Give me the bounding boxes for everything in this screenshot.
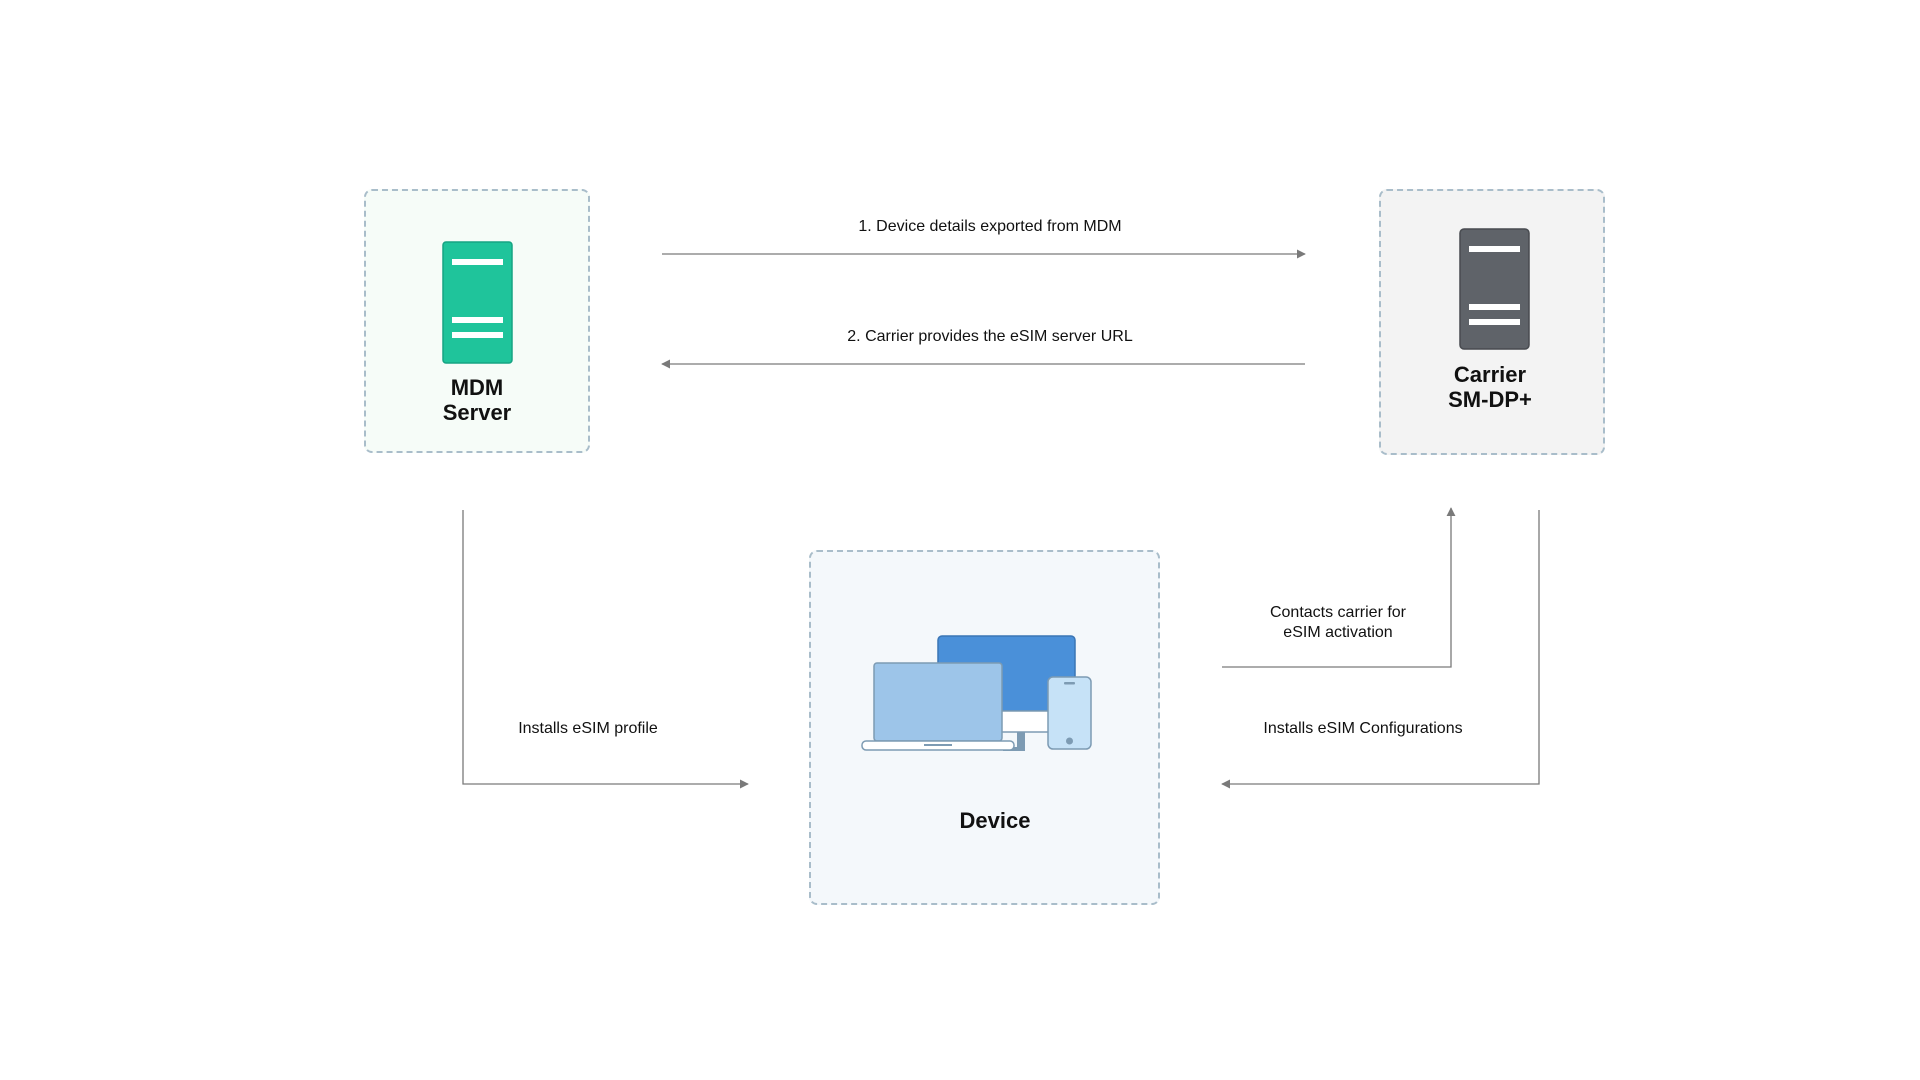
phone-icon [1047, 676, 1092, 750]
install-config-label: Installs eSIM Configurations [1263, 720, 1463, 737]
carrier-server-icon [1459, 228, 1530, 350]
carrier-label: Carrier SM-DP+ [1377, 362, 1603, 412]
mdm-server-label: MDM Server [364, 375, 590, 425]
contact-label-line2: eSIM activation [1283, 624, 1393, 641]
carrier-label-line2: SM-DP+ [1448, 387, 1532, 412]
install-profile-arrow [462, 510, 749, 789]
carrier-label-line1: Carrier [1453, 362, 1527, 387]
mdm-label-line2: Server [442, 400, 512, 425]
devices-icon [861, 635, 1092, 751]
mdm-label-line1: MDM [450, 375, 504, 400]
contact-carrier-label: Contacts carrier for eSIM activation [1228, 603, 1448, 643]
export-label: 1. Device details exported from MDM [858, 218, 1122, 235]
contact-carrier-arrow [1222, 507, 1456, 668]
laptop-icon [861, 662, 1015, 751]
url-label: 2. Carrier provides the eSIM server URL [847, 328, 1133, 345]
contact-label-line1: Contacts carrier for [1269, 604, 1407, 621]
mdm-server-icon [442, 241, 513, 364]
device-label: Device [959, 808, 1031, 833]
install-profile-label: Installs eSIM profile [518, 720, 658, 737]
install-config-arrow [1221, 510, 1540, 789]
